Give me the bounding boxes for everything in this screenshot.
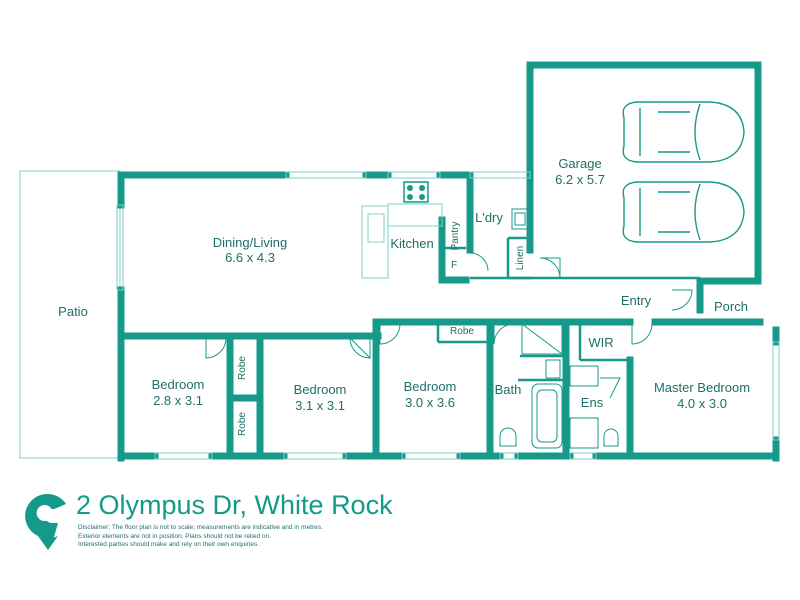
ensuite-shower-icon [569,417,599,449]
cooktop-icon [403,181,429,203]
windows [116,171,780,460]
vanity-icon [545,359,561,379]
bath-label: Bath [495,382,522,397]
door-swings [205,252,693,399]
robe2-label: Robe [237,412,248,436]
toilet-icon [499,427,517,447]
ensuite-label: Ens [581,395,604,410]
property-address-title: 2 Olympus Dr, White Rock [76,490,393,520]
walls [117,61,780,462]
porch-label: Porch [714,299,748,314]
bedroom2-label: Bedroom [294,382,347,397]
disclaimer-line: Interested parties should make and rely … [78,541,260,549]
brand-c-pin-logo [25,493,70,550]
disclaimer-line: Exterior elements are not in position. P… [78,532,271,540]
ensuite-toilet-icon [603,428,619,447]
bathtub-icon [531,383,563,449]
wir-label: WIR [588,335,613,350]
garage-label: Garage [558,156,601,171]
linen-label: Linen [515,246,526,270]
bedroom1-size: 2.8 x 3.1 [153,393,203,408]
laundry-label: L'dry [475,210,503,225]
car-icon-2 [622,181,745,243]
entry-label: Entry [621,293,652,308]
bedroom3-label: Bedroom [404,379,457,394]
bedroom3-size: 3.0 x 3.6 [405,395,455,410]
thin-walls [436,236,700,382]
kitchen-fittings [361,203,443,279]
dining-living-size: 6.6 x 4.3 [225,250,275,265]
robe3-label: Robe [450,326,474,337]
dining-living-label: Dining/Living [213,235,287,250]
car-icon-1 [622,101,745,163]
kitchen-label: Kitchen [390,236,433,251]
robe1-label: Robe [237,356,248,380]
disclaimer-line: Disclaimer: The floor plan is not to sca… [78,524,323,531]
bedroom2-size: 3.1 x 3.1 [295,398,345,413]
bath-fittings [499,323,619,449]
patio-label: Patio [58,304,88,319]
ensuite-vanity-icon [569,365,599,387]
disclaimer: Disclaimer: The floor plan is not to sca… [78,524,408,550]
garage-size: 6.2 x 5.7 [555,172,605,187]
bedroom1-label: Bedroom [152,377,205,392]
laundry-tub-icon [511,208,529,230]
pantry-label: Pantry [450,222,461,251]
master-bedroom-size: 4.0 x 3.0 [677,396,727,411]
kitchen-sink-icon [367,213,385,243]
room-labels: Garage 6.2 x 5.7 Dining/Living 6.6 x 4.3… [58,156,750,436]
master-bedroom-label: Master Bedroom [654,380,750,395]
fridge-label: F [451,260,457,271]
shower-icon [521,323,563,355]
